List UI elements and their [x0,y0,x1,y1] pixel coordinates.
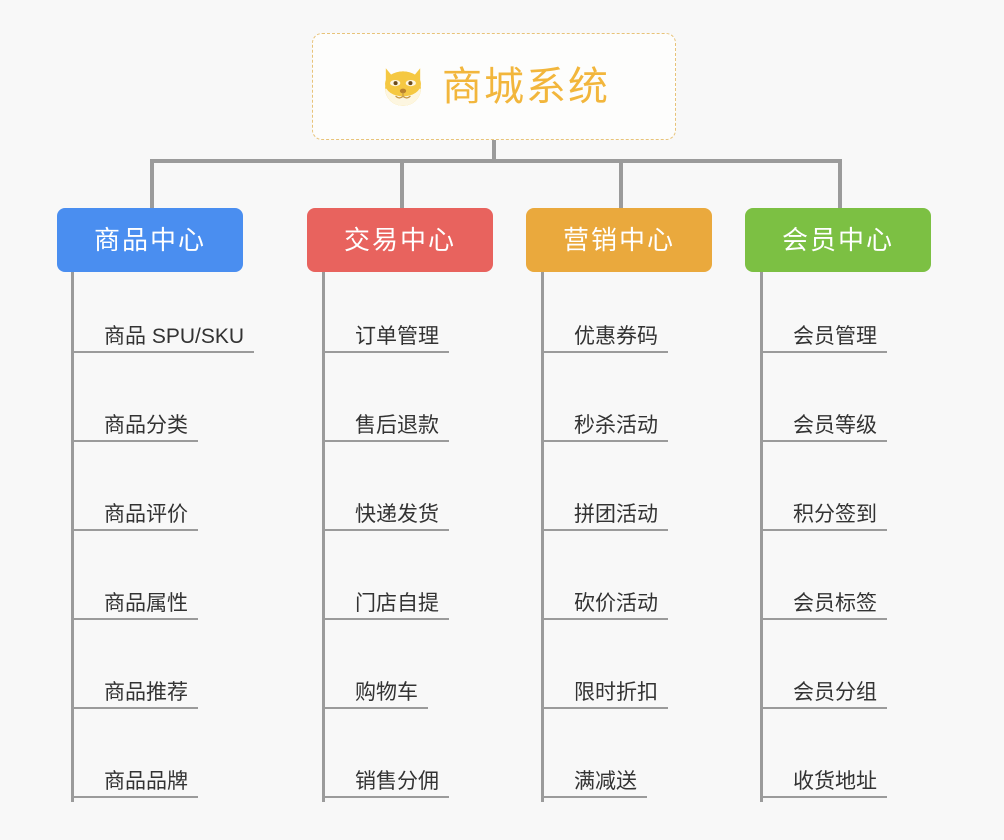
connector-drop-1 [150,159,154,208]
connector-root-stem [492,140,496,163]
leaf-item-label: 秒杀活动 [574,413,658,437]
leaf-item-label: 砍价活动 [574,591,658,615]
leaf-item[interactable]: 订单管理 [322,307,449,353]
leaf-item[interactable]: 会员管理 [760,307,887,353]
connector-horizontal-bus [150,159,842,163]
category-label: 交易中心 [343,225,456,255]
category-box-member-center[interactable]: 会员中心 [745,208,931,272]
branch-trunk-1 [71,272,74,802]
leaf-item-label: 优惠券码 [574,324,658,348]
leaf-item-label: 限时折扣 [574,680,658,704]
leaf-item[interactable]: 快递发货 [322,485,449,531]
leaf-item-label: 订单管理 [355,324,439,348]
category-label: 商品中心 [93,225,206,255]
leaf-item-label: 售后退款 [355,413,439,437]
leaf-item[interactable]: 门店自提 [322,574,449,620]
leaf-item[interactable]: 优惠券码 [541,307,668,353]
leaf-item[interactable]: 拼团活动 [541,485,668,531]
leaf-item-label: 商品 SPU/SKU [104,324,245,348]
branch-trunk-3 [541,272,544,802]
leaf-item-label: 商品属性 [104,591,188,615]
leaf-item[interactable]: 满减送 [541,752,647,798]
leaf-item[interactable]: 积分签到 [760,485,887,531]
category-label: 会员中心 [781,225,894,255]
branch-trunk-4 [760,272,763,802]
category-box-trade-center[interactable]: 交易中心 [307,208,493,272]
category-label: 营销中心 [562,225,675,255]
leaf-item-label: 收货地址 [793,769,877,793]
leaf-item[interactable]: 商品属性 [71,574,198,620]
leaf-item-label: 会员管理 [793,324,877,348]
shiba-dog-face-icon [385,67,421,106]
leaf-item-label: 销售分佣 [355,769,439,793]
leaf-item[interactable]: 会员标签 [760,574,887,620]
category-box-product-center[interactable]: 商品中心 [57,208,243,272]
leaf-item[interactable]: 限时折扣 [541,663,668,709]
root-title: 商城系统 [442,64,610,109]
leaf-item-label: 门店自提 [355,591,439,615]
leaf-item[interactable]: 会员等级 [760,396,887,442]
leaf-item-label: 会员分组 [793,680,877,704]
branch-trunk-2 [322,272,325,802]
leaf-item[interactable]: 会员分组 [760,663,887,709]
leaf-item-label: 商品品牌 [104,769,188,793]
leaf-item-label: 商品分类 [104,413,188,437]
leaf-item-label: 商品评价 [104,502,188,526]
leaf-item[interactable]: 秒杀活动 [541,396,668,442]
leaf-item-label: 积分签到 [793,502,877,526]
connector-drop-4 [838,159,842,208]
leaf-item-label: 商品推荐 [104,680,188,704]
leaf-item[interactable]: 销售分佣 [322,752,449,798]
leaf-item[interactable]: 商品推荐 [71,663,198,709]
leaf-item[interactable]: 商品分类 [71,396,198,442]
leaf-item[interactable]: 商品评价 [71,485,198,531]
leaf-item[interactable]: 购物车 [322,663,428,709]
connector-drop-2 [400,159,404,208]
leaf-item-label: 快递发货 [355,502,439,526]
leaf-item[interactable]: 商品品牌 [71,752,198,798]
leaf-item[interactable]: 商品 SPU/SKU [71,307,255,353]
category-box-marketing-center[interactable]: 营销中心 [526,208,712,272]
leaf-item-label: 拼团活动 [574,502,658,526]
leaf-item-label: 满减送 [574,769,637,793]
leaf-item[interactable]: 售后退款 [322,396,449,442]
leaf-item[interactable]: 砍价活动 [541,574,668,620]
root-node[interactable]: 商城系统 [312,33,676,140]
leaf-item-label: 会员等级 [793,413,877,437]
leaf-item-label: 购物车 [355,680,418,704]
leaf-item-label: 会员标签 [793,591,877,615]
leaf-item[interactable]: 收货地址 [760,752,887,798]
connector-drop-3 [619,159,623,208]
